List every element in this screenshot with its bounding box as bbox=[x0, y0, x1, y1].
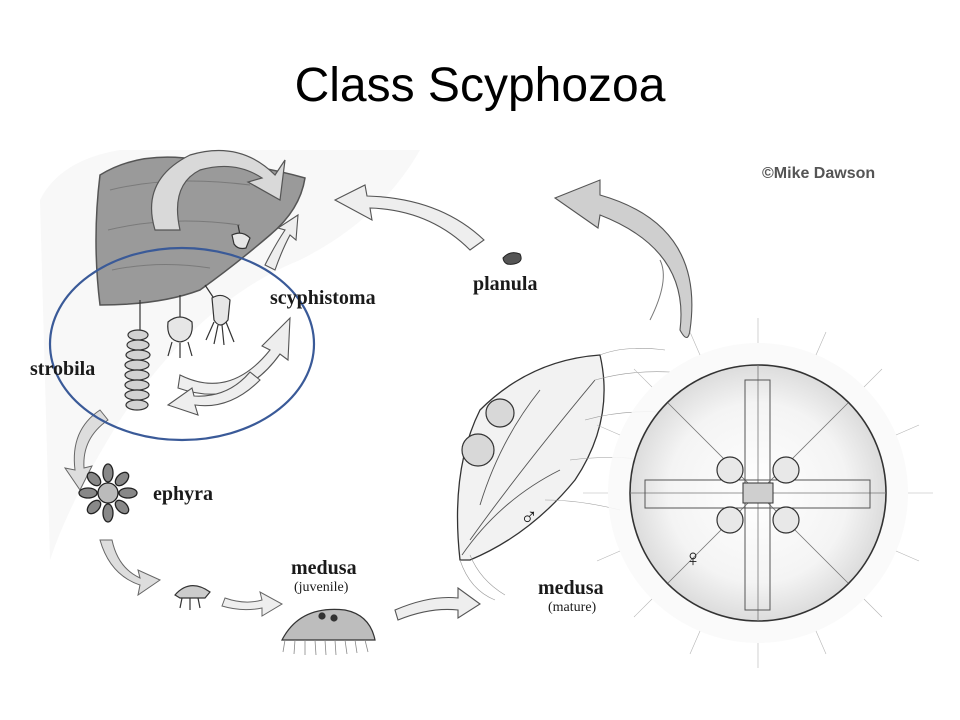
juvenile-medusa bbox=[281, 608, 376, 656]
scyphistoma-polyps bbox=[167, 224, 251, 358]
planula-larva bbox=[502, 252, 522, 265]
label-juvenile-note: (juvenile) bbox=[294, 580, 349, 595]
arrow-rock-to-scyphistoma bbox=[264, 213, 299, 271]
arrow-medusa-to-planula bbox=[553, 179, 693, 339]
label-strobila: strobila bbox=[30, 358, 95, 380]
male-symbol: ♂ bbox=[520, 505, 538, 531]
arrow-ephyra-down bbox=[99, 539, 162, 597]
label-medusa-mature: medusa bbox=[538, 577, 604, 599]
label-planula: planula bbox=[473, 273, 537, 295]
inner-cycle-arrows bbox=[166, 316, 291, 416]
arrow-juvenile-to-mature bbox=[394, 586, 481, 621]
female-symbol: ♀ bbox=[684, 546, 702, 572]
ephyra-disc bbox=[78, 463, 138, 523]
cycle-arrow-top bbox=[151, 149, 286, 231]
arrow-planula-to-scyphistoma bbox=[333, 184, 485, 251]
strobila-stack bbox=[124, 300, 151, 411]
label-mature-note: (mature) bbox=[548, 600, 597, 615]
highlight-circle bbox=[48, 246, 316, 442]
label-ephyra: ephyra bbox=[153, 483, 213, 505]
young-medusa bbox=[174, 585, 211, 610]
slide-title: Class Scyphozoa bbox=[294, 59, 666, 112]
label-medusa-juvenile: medusa bbox=[291, 557, 357, 579]
arrow-young-to-juvenile bbox=[221, 591, 284, 617]
female-medusa-top bbox=[583, 318, 933, 668]
male-medusa-side bbox=[456, 348, 671, 601]
label-scyphistoma: scyphistoma bbox=[270, 287, 376, 309]
credit-label: ©Mike Dawson bbox=[762, 165, 875, 182]
